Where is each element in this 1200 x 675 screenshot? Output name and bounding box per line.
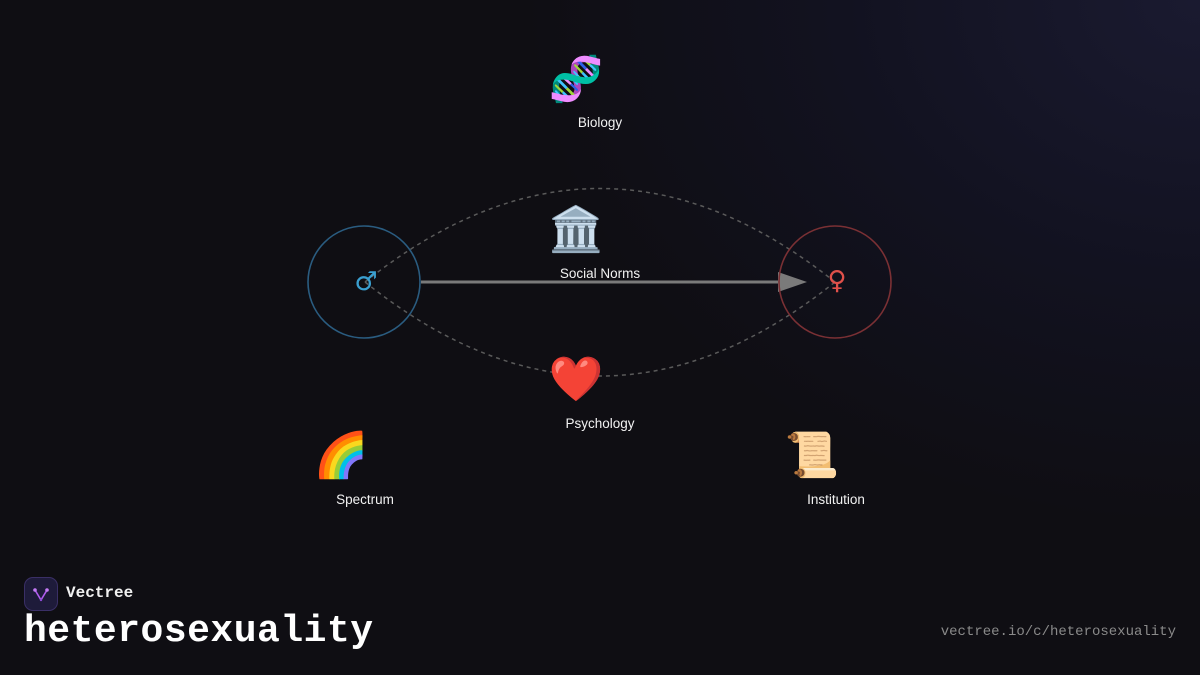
upper-dashed-curve xyxy=(364,187,836,283)
female-node-ring xyxy=(778,225,892,339)
scroll-icon: 📜 xyxy=(784,430,840,481)
rainbow-icon: 🌈 xyxy=(313,430,369,481)
brand-name: Vectree xyxy=(66,584,134,602)
dna-icon: 🧬 xyxy=(548,54,604,105)
male-node-ring xyxy=(307,225,421,339)
page-url: vectree.io/c/heterosexuality xyxy=(940,624,1176,640)
page-title: heterosexuality xyxy=(24,610,374,653)
red-heart-icon: ❤️ xyxy=(548,354,604,405)
vectree-logo-icon xyxy=(24,577,58,611)
classical-building-icon: 🏛️ xyxy=(548,204,604,255)
connection-arrowhead xyxy=(778,272,807,292)
lower-dashed-curve xyxy=(364,281,836,377)
factor-label-institution: Institution xyxy=(807,492,865,507)
factor-label-biology: Biology xyxy=(577,115,623,130)
factor-label-social-norms: Social Norms xyxy=(559,266,641,281)
male-symbol: ♂ xyxy=(354,267,378,297)
factor-label-spectrum: Spectrum xyxy=(336,492,394,507)
female-symbol: ♀ xyxy=(827,266,847,296)
factor-label-psychology: Psychology xyxy=(565,416,635,431)
